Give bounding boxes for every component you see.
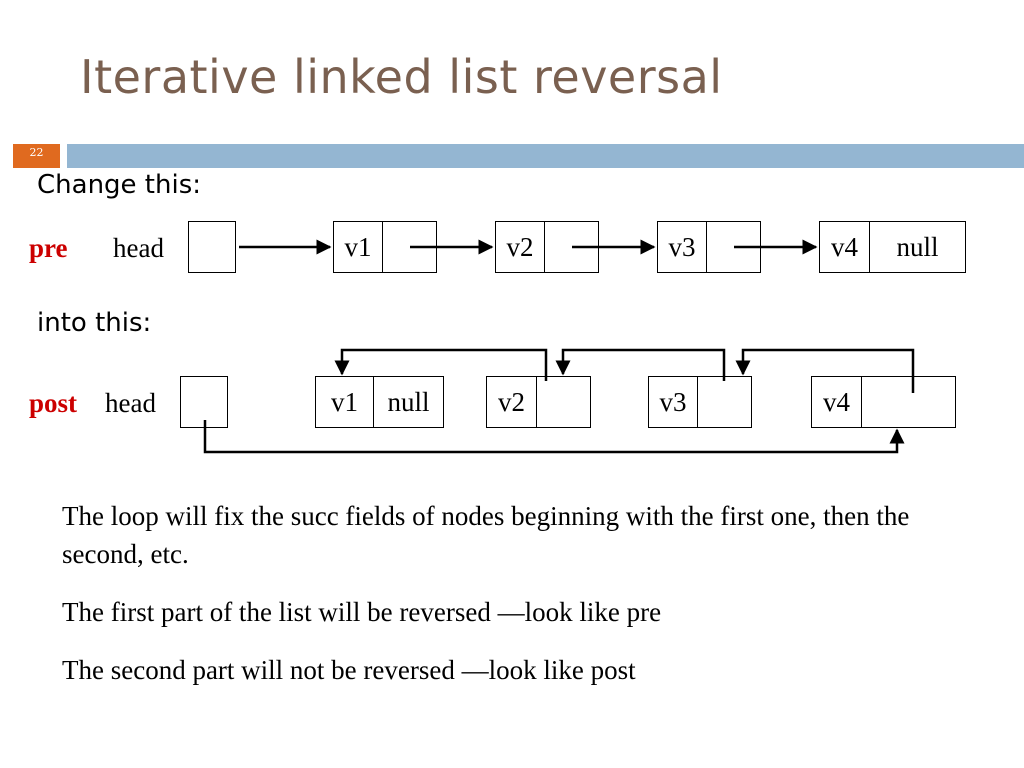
slide-title: Iterative linked list reversal	[80, 50, 723, 104]
node-value: v4	[812, 377, 862, 427]
pre-head-label: head	[113, 233, 164, 263]
pre-node-v4: v4 null	[819, 221, 966, 273]
body-paragraph-1: The loop will fix the succ fields of nod…	[62, 501, 910, 569]
pre-node-v3: v3	[657, 221, 761, 273]
body-paragraph-3: The second part will not be reversed —lo…	[62, 655, 636, 685]
slide-number: 22	[29, 146, 44, 159]
post-arrow-v2-to-v1	[334, 348, 548, 381]
post-node-v2: v2	[486, 376, 591, 428]
node-value: v4	[820, 222, 870, 272]
title-rule-bar	[67, 144, 1024, 168]
post-node-v4: v4	[811, 376, 956, 428]
post-head-pointer-box	[180, 376, 228, 428]
node-value: v2	[496, 222, 545, 272]
pre-head-pointer-box	[188, 221, 236, 273]
post-arrow-v3-to-v2	[555, 348, 726, 381]
node-next: null	[896, 231, 939, 262]
body-paragraph-2: The first part of the list will be rever…	[62, 597, 662, 627]
pre-label: pre	[29, 233, 68, 263]
node-value: v1	[334, 222, 383, 272]
node-value: v2	[487, 377, 537, 427]
slide-number-badge	[13, 144, 60, 168]
post-node-v3: v3	[648, 376, 752, 428]
pre-node-v2: v2	[495, 221, 599, 273]
post-node-v1: v1 null	[315, 376, 444, 428]
pre-heading: Change this:	[37, 170, 202, 200]
node-value: v1	[316, 377, 374, 427]
post-head-label: head	[105, 388, 156, 418]
post-arrow-head-to-v4	[203, 420, 905, 454]
node-next: null	[387, 386, 430, 417]
node-value: v3	[649, 377, 698, 427]
post-heading: into this:	[37, 308, 152, 338]
node-value: v3	[658, 222, 707, 272]
post-arrow-v4-to-v3	[735, 348, 915, 393]
post-label: post	[29, 388, 78, 418]
